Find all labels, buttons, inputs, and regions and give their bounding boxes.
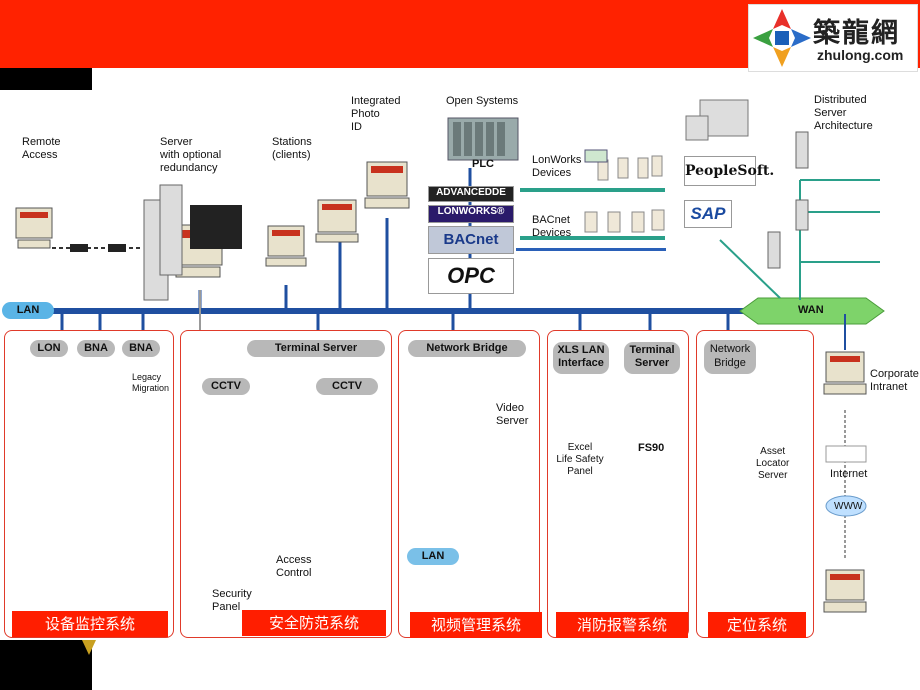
- label-stations: Stations (clients): [272, 136, 312, 161]
- label-corporate-intranet: Corporate Intranet: [870, 368, 919, 393]
- label-remote-access: Remote Access: [22, 136, 61, 161]
- corner-tab-top: [0, 68, 92, 90]
- fire-terminal-server-pill: Terminal Server: [624, 342, 680, 374]
- panel-locate: [696, 330, 814, 638]
- sap-logo: SAP: [684, 200, 732, 228]
- label-lonworks-devices: LonWorks Devices: [532, 154, 582, 179]
- label-legacy-migration: Legacy Migration: [132, 372, 170, 393]
- lan-bus-label: LAN: [2, 302, 54, 319]
- label-internet: Internet: [830, 468, 868, 480]
- xls-lan-pill: XLS LAN Interface: [553, 342, 609, 374]
- panel-fire: [547, 330, 689, 638]
- locate-network-bridge-pill: Network Bridge: [704, 340, 756, 374]
- advancedde-logo: ADVANCEDDE: [428, 186, 514, 202]
- label-video-server: Video Server: [496, 402, 529, 427]
- bna-pill-1: BNA: [77, 340, 115, 357]
- video-title: 视频管理系统: [410, 612, 542, 638]
- label-plc: PLC: [472, 158, 494, 170]
- wan-label: WAN: [798, 304, 824, 316]
- lon-pill: LON: [30, 340, 68, 357]
- cctv-pill-2: CCTV: [316, 378, 378, 395]
- label-distributed: Distributed Server Architecture: [814, 94, 873, 132]
- video-lan-pill: LAN: [407, 548, 459, 565]
- label-bacnet-devices: BACnet Devices: [532, 214, 572, 239]
- label-photo-id: Integrated Photo ID: [351, 95, 401, 133]
- locate-title: 定位系统: [708, 612, 806, 638]
- bms-title: 设备监控系统: [12, 611, 168, 637]
- security-title: 安全防范系统: [242, 610, 386, 636]
- label-open-systems: Open Systems: [446, 95, 519, 107]
- bna-pill-2: BNA: [122, 340, 160, 357]
- peoplesoft-logo: PeopleSoft.: [684, 156, 774, 186]
- fire-title: 消防报警系统: [556, 612, 688, 638]
- zhulong-logo: 築龍網 zhulong.com: [748, 4, 918, 72]
- logo-chinese-text: 築龍網: [813, 18, 900, 49]
- opc-logo: OPC: [428, 258, 514, 294]
- bacnet-logo: BACnet: [428, 226, 514, 254]
- label-excel-panel: Excel Life Safety Panel: [556, 442, 604, 477]
- label-www: WWW: [834, 501, 863, 512]
- terminal-server-pill: Terminal Server: [247, 340, 385, 357]
- cctv-pill-1: CCTV: [202, 378, 250, 395]
- label-access-control: Access Control: [276, 554, 312, 579]
- network-bridge-pill: Network Bridge: [408, 340, 526, 357]
- panel-video: [398, 330, 540, 638]
- panel-bms: [4, 330, 174, 638]
- label-server: Server with optional redundancy: [160, 136, 222, 174]
- label-fs90: FS90: [638, 442, 665, 454]
- logo-english-text: zhulong.com: [817, 47, 904, 63]
- label-security-panel: Security Panel: [212, 588, 252, 613]
- zhulong-logo-mark-icon: [753, 9, 811, 67]
- corner-tab-bottom: [0, 640, 92, 690]
- label-asset-locator: Asset Locator Server: [756, 446, 790, 481]
- lonworks-logo: LONWORKS®: [428, 205, 514, 223]
